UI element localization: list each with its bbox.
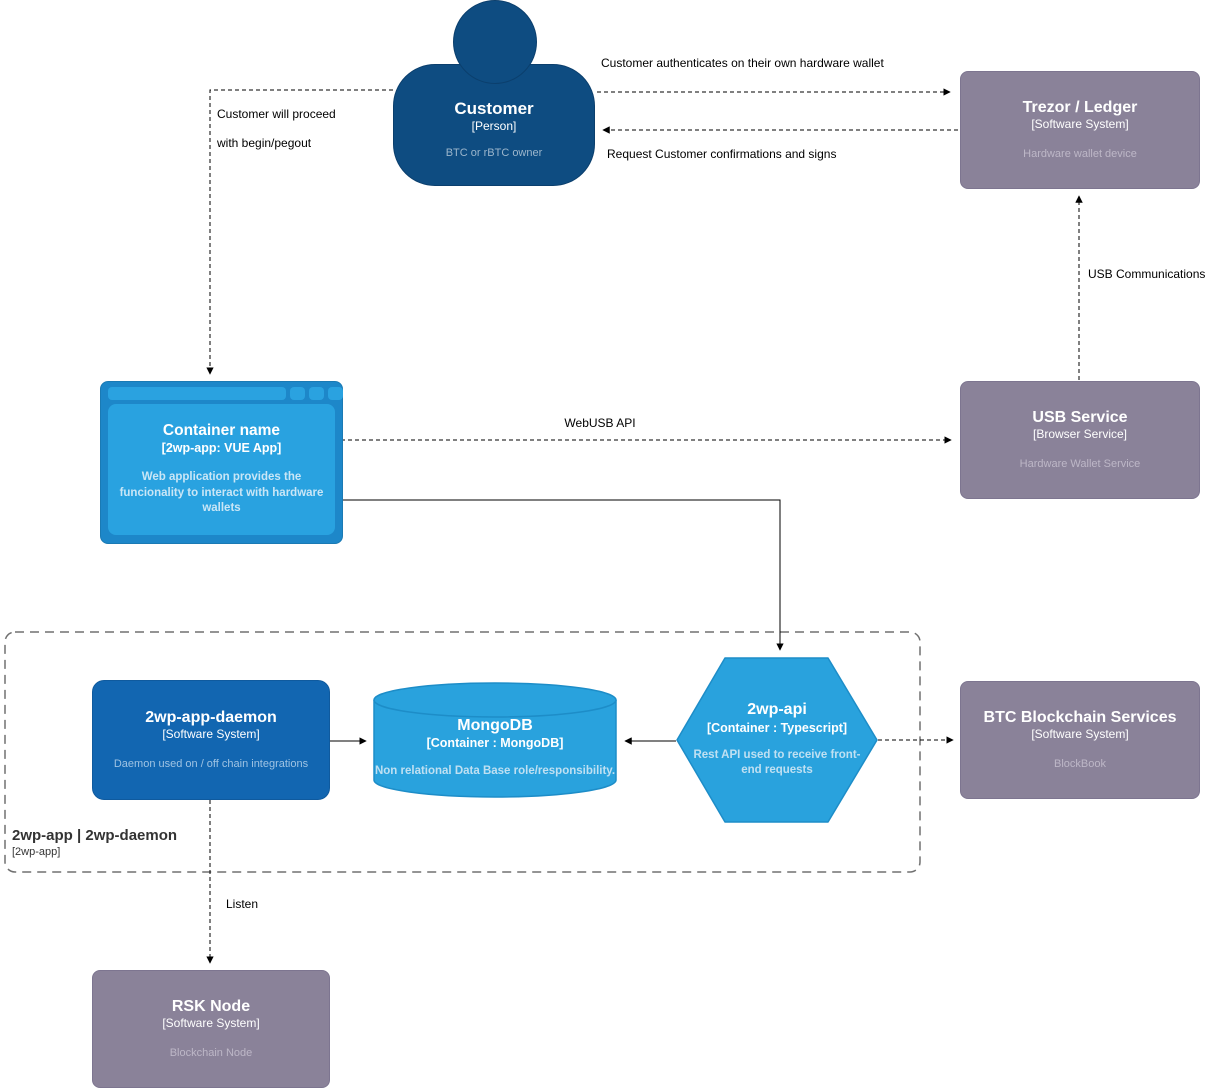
browser-button-icon <box>328 387 343 400</box>
boundary-subtitle: [2wp-app] <box>12 846 61 858</box>
mongodb-description: Non relational Data Base role/responsibi… <box>374 764 616 777</box>
edge-label-customer-will-proceed: Customer will proceed <box>217 107 336 121</box>
trezor-ledger-subtitle: [Software System] <box>1031 116 1129 131</box>
container-subtitle: [2wp-app: VUE App] <box>161 441 282 455</box>
usb-service-description: Hardware Wallet Service <box>1019 457 1141 470</box>
trezor-ledger-description: Hardware wallet device <box>1023 147 1137 160</box>
container-panel: Container name [2wp-app: VUE App] Web ap… <box>108 404 335 535</box>
api-title: 2wp-api <box>747 701 807 719</box>
customer-person-head-icon <box>453 0 537 84</box>
container-node: Container name [2wp-app: VUE App] Web ap… <box>100 381 343 544</box>
customer-description: BTC or rBTC owner <box>445 147 543 160</box>
edge-label-customer-authenticates: Customer authenticates on their own hard… <box>601 56 884 70</box>
browser-button-icon <box>290 387 305 400</box>
daemon-description: Daemon used on / off chain integrations <box>113 757 309 770</box>
boundary-box <box>4 631 921 873</box>
edge-label-usb-communications: USB Communications <box>1088 267 1206 281</box>
boundary-label: 2wp-app | 2wp-daemon [2wp-app] <box>12 827 177 859</box>
trezor-ledger-node: Trezor / Ledger [Software System] Hardwa… <box>960 71 1200 189</box>
edge-label-listen: Listen <box>226 897 259 911</box>
btc-blockchain-title: BTC Blockchain Services <box>983 708 1177 726</box>
customer-title: Customer <box>454 99 534 118</box>
edge-customer-to-container <box>206 89 393 375</box>
customer-subtitle: [Person] <box>471 118 517 133</box>
api-hexagon-shape <box>676 657 878 823</box>
mongodb-node: MongoDB [Container : MongoDB] Non relati… <box>373 682 617 798</box>
edge-label-webusb-api: WebUSB API <box>564 416 636 430</box>
btc-blockchain-node: BTC Blockchain Services [Software System… <box>960 681 1200 799</box>
api-subtitle: [Container : Typescript] <box>706 720 848 735</box>
usb-service-node: USB Service [Browser Service] Hardware W… <box>960 381 1200 499</box>
usb-service-subtitle: [Browser Service] <box>1032 426 1128 441</box>
browser-button-icon <box>309 387 324 400</box>
trezor-ledger-title: Trezor / Ledger <box>1022 98 1138 116</box>
edge-container-to-api <box>341 499 784 651</box>
daemon-title: 2wp-app-daemon <box>145 708 277 726</box>
rsk-title: RSK Node <box>171 997 251 1015</box>
browser-address-bar <box>108 387 286 400</box>
rsk-description: Blockchain Node <box>169 1046 253 1059</box>
edge-label-request-confirmations: Request Customer confirmations and signs <box>607 147 837 161</box>
daemon-node: 2wp-app-daemon [Software System] Daemon … <box>92 680 330 800</box>
customer-node: Customer [Person] BTC or rBTC owner <box>393 64 595 186</box>
boundary-title: 2wp-app | 2wp-daemon <box>12 827 178 844</box>
btc-blockchain-subtitle: [Software System] <box>1031 726 1129 741</box>
api-description: Rest API used to receive front-end reque… <box>693 748 861 777</box>
btc-blockchain-description: BlockBook <box>1054 757 1106 770</box>
edge-label-with-begin-pegout: with begin/pegout <box>217 136 312 150</box>
rsk-node: RSK Node [Software System] Blockchain No… <box>92 970 330 1088</box>
container-title: Container name <box>162 422 281 440</box>
container-description: Web application provides the funcionalit… <box>119 471 324 515</box>
api-node: 2wp-api [Container : Typescript] Rest AP… <box>676 657 878 823</box>
daemon-subtitle: [Software System] <box>162 726 260 741</box>
mongodb-subtitle: [Container : MongoDB] <box>426 736 564 751</box>
usb-service-title: USB Service <box>1032 408 1128 426</box>
rsk-subtitle: [Software System] <box>162 1015 260 1030</box>
mongodb-cylinder-shape <box>373 682 617 798</box>
mongodb-title: MongoDB <box>457 716 533 734</box>
